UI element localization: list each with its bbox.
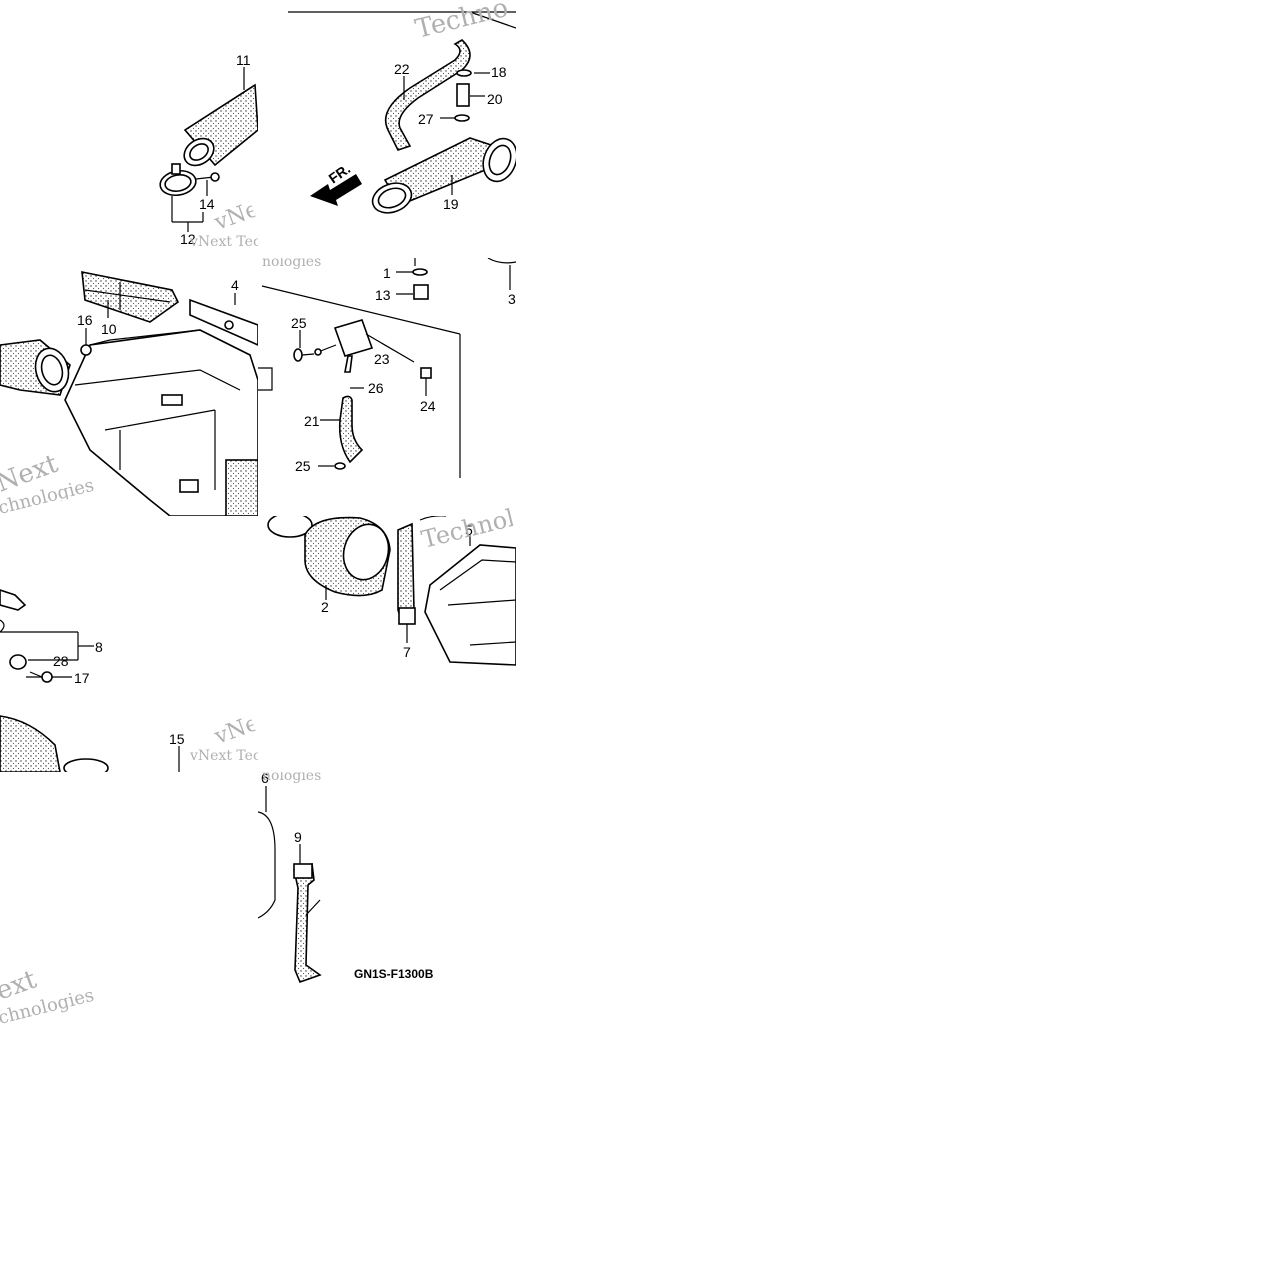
part-number-17: 17 [74, 670, 90, 686]
part-number-13: 13 [375, 287, 391, 303]
part-number-14: 14 [199, 196, 215, 212]
tile-drain-tube [258, 786, 322, 984]
part-number-6: 6 [261, 770, 269, 786]
part-number-23: 23 [374, 351, 390, 367]
tile-intake-tube [159, 67, 258, 232]
part-number-2: 2 [321, 599, 329, 615]
part-number-18: 18 [491, 64, 507, 80]
part-number-22: 22 [394, 61, 410, 77]
part-number-7: 7 [403, 644, 411, 660]
part-number-5: 5 [465, 522, 473, 538]
part-number-4: 4 [231, 277, 239, 293]
part-number-1: 1 [383, 265, 391, 281]
watermark-vnext-tec: vNext Tec [189, 234, 261, 250]
part-number-11: 11 [236, 52, 251, 68]
watermark-nologies: nologies [262, 254, 321, 270]
part-number-19: 19 [443, 196, 459, 212]
tile-mounting-hardware [0, 589, 180, 772]
tile-filter-element [267, 516, 516, 666]
part-number-15: 15 [169, 731, 185, 747]
part-number-8-edge: 8 [250, 548, 258, 564]
part-number-8: 8 [95, 639, 103, 655]
diagram-code: GN1S-F1300B [354, 967, 434, 981]
part-number-9: 9 [294, 829, 302, 845]
part-number-27: 27 [418, 111, 434, 127]
part-number-28: 28 [53, 653, 69, 669]
part-number-25-bottom: 25 [295, 458, 311, 474]
tile-drain-assembly [258, 258, 516, 478]
watermark-vne: vNe [211, 197, 262, 236]
part-number-10: 10 [101, 321, 117, 337]
part-number-21: 21 [304, 413, 320, 429]
part-number-25-top: 25 [291, 315, 307, 331]
watermark-technologies: Technologies [419, 488, 580, 554]
part-number-12: 12 [180, 231, 196, 247]
part-number-16: 16 [77, 312, 93, 328]
watermark-vne-2: vNe [211, 711, 262, 750]
part-number-20: 20 [487, 91, 503, 107]
tile-air-cleaner-case [0, 271, 258, 516]
watermark-vnext-tec-2: vNext Tec [189, 748, 261, 764]
tile-breather-hose [288, 11, 516, 214]
watermark-techno: Techno [412, 0, 511, 45]
part-number-24: 24 [420, 398, 436, 414]
part-number-26: 26 [368, 380, 384, 396]
watermark-nologies-2: nologies [262, 768, 321, 784]
part-number-3: 3 [508, 291, 516, 307]
